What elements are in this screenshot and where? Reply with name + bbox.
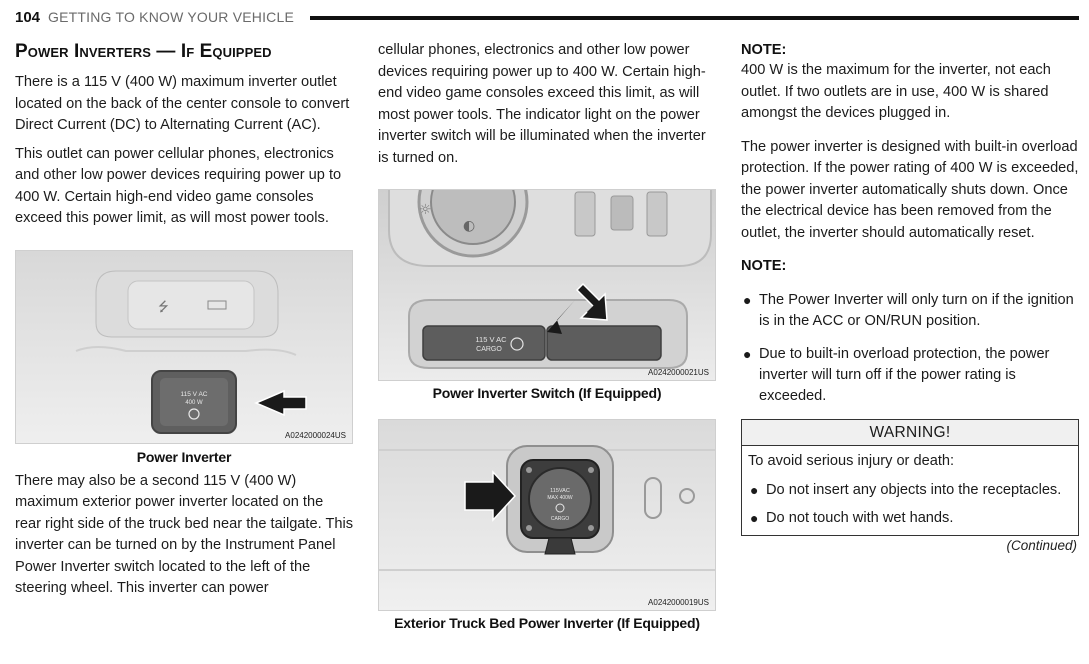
figure-code: A0242000024US	[285, 430, 346, 440]
list-item: ●The Power Inverter will only turn on if…	[743, 292, 1074, 329]
arrow-icon	[254, 389, 307, 416]
arrow-icon	[464, 470, 517, 522]
column-1: Power Inverters — If Equipped There is a…	[15, 40, 353, 600]
column-3: NOTE: 400 W is the maximum for the inver…	[741, 40, 1079, 553]
note-heading: NOTE:	[741, 42, 787, 58]
arrow-icon	[575, 282, 608, 321]
col3-paragraph-1: The power inverter is designed with buil…	[741, 138, 1079, 241]
warning-list: ●Do not insert any objects into the rece…	[748, 480, 1072, 529]
outlet-label-1: 115VAC	[550, 488, 570, 494]
figure-caption: Power Inverter Switch (If Equipped)	[432, 385, 662, 401]
light-icon: ☼	[419, 202, 432, 218]
header-rule	[310, 16, 1079, 20]
figure-power-inverter: ⭍ 115 V AC 400 W A0242000024US	[15, 249, 353, 444]
outlet-label-1: 115 V AC	[181, 391, 208, 398]
note-2-list: ●The Power Inverter will only turn on if…	[741, 290, 1079, 407]
col2-paragraph-1: cellular phones, electronics and other l…	[378, 42, 706, 166]
figure-inverter-switch: ☼ ◐ 115 V AC CARGO A0242000021US	[378, 189, 716, 381]
col1-paragraph-2: This outlet can power cellular phones, e…	[15, 145, 342, 227]
inverter-switch-illustration: ☼ ◐ 115 V AC CARGO	[379, 190, 715, 380]
note-1-text: 400 W is the maximum for the inverter, n…	[741, 62, 1051, 121]
power-inverter-illustration: ⭍ 115 V AC 400 W	[16, 250, 352, 443]
outlet-label-3: CARGO	[551, 516, 569, 522]
col1-paragraph-1: There is a 115 V (400 W) maximum inverte…	[15, 74, 350, 133]
col1-paragraph-3: There may also be a second 115 V (400 W)…	[15, 472, 354, 597]
running-head: GETTING TO KNOW YOUR VEHICLE	[48, 9, 295, 25]
outlet-label-2: 400 W	[185, 400, 203, 406]
switch-label-1: 115 V AC	[475, 335, 507, 344]
continued-label: (Continued)	[1006, 537, 1077, 553]
note-heading: NOTE:	[741, 258, 787, 274]
outlet-label-2: MAX 400W	[547, 495, 573, 501]
truck-bed-inverter-illustration: 115VAC MAX 400W CARGO	[379, 420, 715, 610]
figure-caption: Exterior Truck Bed Power Inverter (If Eq…	[394, 615, 700, 631]
list-item: ●Due to built-in overload protection, th…	[743, 346, 1050, 404]
page-number: 104	[15, 8, 41, 26]
page-header: 104 GETTING TO KNOW YOUR VEHICLE	[15, 6, 1079, 28]
section-title: Power Inverters — If Equipped	[15, 41, 272, 62]
warning-box: WARNING! To avoid serious injury or deat…	[741, 419, 1079, 536]
figure-code: A0242000019US	[648, 598, 709, 607]
list-item: ●Do not insert any objects into the rece…	[750, 481, 1062, 498]
warning-heading: WARNING!	[742, 420, 1078, 446]
switch-label-2: CARGO	[476, 346, 502, 353]
headlight-icon: ◐	[463, 218, 475, 234]
column-2: cellular phones, electronics and other l…	[378, 40, 716, 631]
figure-caption: Power Inverter	[136, 448, 232, 465]
figure-truck-bed-inverter: 115VAC MAX 400W CARGO A0242000019US	[378, 419, 716, 611]
list-item: ●Do not touch with wet hands.	[750, 509, 954, 526]
warning-intro: To avoid serious injury or death:	[748, 453, 955, 469]
usb-icon: ⭍	[158, 300, 169, 315]
figure-code: A0242000021US	[648, 368, 709, 377]
